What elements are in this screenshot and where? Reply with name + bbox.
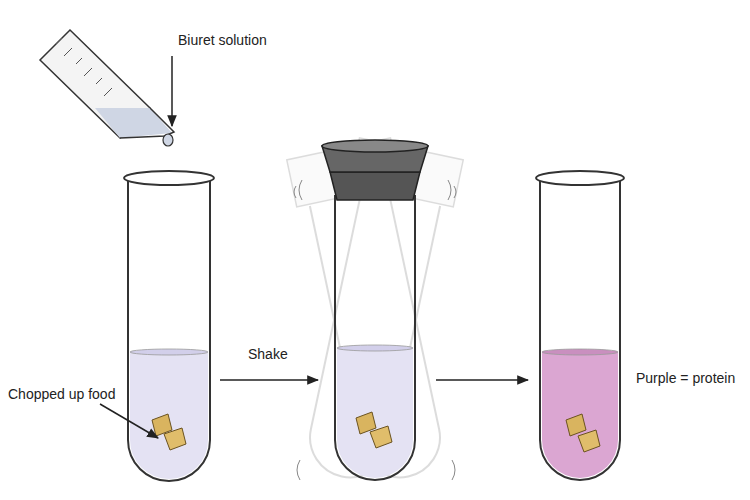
process-arrow [220,379,318,381]
test-tube [124,171,214,481]
pipette [40,30,174,146]
process-arrow [436,379,528,381]
shake-lines [294,180,456,480]
leader-line [100,404,158,438]
step-label: Shake [246,346,290,363]
pointer-line [171,56,173,126]
result-label: Purple = protein [634,370,737,387]
shake-ghost [287,138,463,488]
test-tube [536,171,624,480]
food-label: Chopped up food [6,386,117,403]
reagent-label: Biuret solution [176,32,269,49]
test-tube [322,140,428,480]
